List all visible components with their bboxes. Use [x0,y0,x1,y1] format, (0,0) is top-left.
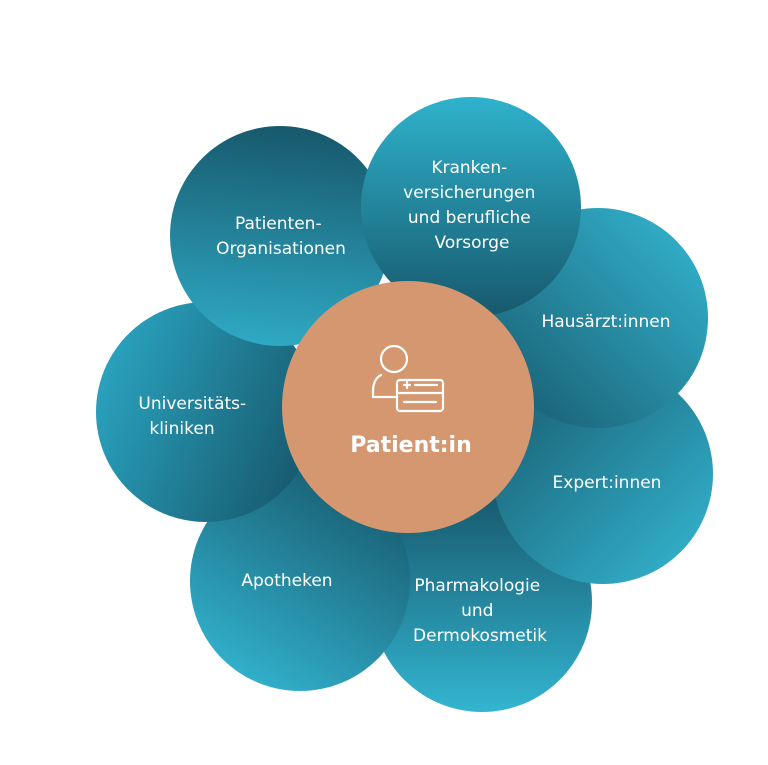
petal-patienten-organisationen-label: Patienten- Organisationen [216,214,346,259]
petal-apotheken-label: Apotheken [241,571,332,591]
petal-hausaerzte-label: Hausärzt:innen [541,312,670,332]
petal-patienten-organisationen: Patienten- Organisationen [170,126,390,346]
center-label: Patient:in [350,433,472,458]
petal-pharmakologie-label: Pharmakologie und Dermokosmetik [413,576,547,646]
center-node: Patient:in [282,281,534,533]
petal-experten: Expert:innen [493,364,713,584]
petal-krankenversicherungen: Kranken- versicherungen und berufliche V… [361,97,581,317]
petal-apotheken: Apotheken [190,471,410,691]
patient-card-icon [371,344,445,413]
petal-experten-label: Expert:innen [553,473,662,493]
center-circle [282,281,534,533]
petal-universitaetskliniken: Universitäts- kliniken [96,302,316,522]
petal-universitaetskliniken-label: Universitäts- kliniken [138,394,251,439]
petal-krankenversicherungen-label: Kranken- versicherungen und berufliche V… [403,158,541,253]
